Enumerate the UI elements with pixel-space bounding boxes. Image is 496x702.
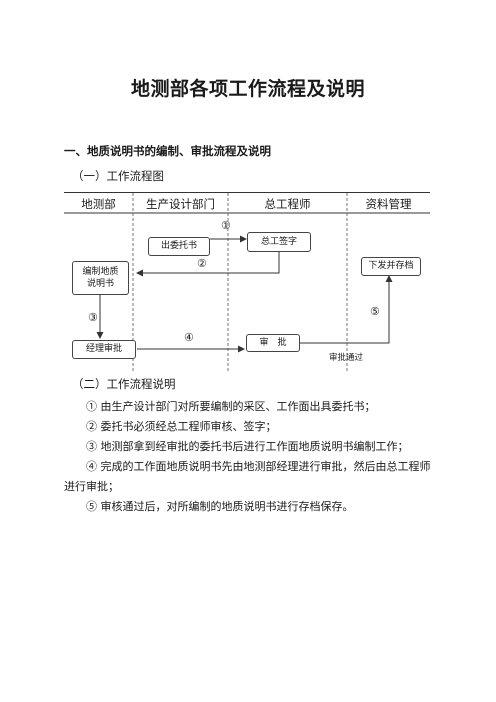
section-heading: 一、地质说明书的编制、审批流程及说明 (64, 144, 271, 158)
description-item: ④ 完成的工作面地质说明书先由地测部经理进行审批，然后由总工程师进行审批； (64, 460, 431, 493)
lane-header-survey: 地测部 (81, 197, 116, 211)
box-approve: 审 批 (246, 334, 300, 352)
description-item: ③ 地测部拿到经审批的委托书后进行工作面地质说明书编制工作； (86, 440, 409, 453)
box-compile-geology-report: 编制地质说明书 (72, 261, 129, 295)
flow-description: ① 由生产设计部门对所要编制的采区、工作面出具委托书； ② 委托书必须经总工程师… (64, 397, 434, 517)
box-distribute-archive: 下发并存档 (361, 257, 421, 276)
step-number-3: ③ (88, 311, 98, 324)
description-item: ⑤ 审核通过后，对所编制的地质说明书进行存档保存。 (86, 500, 354, 513)
workflow-connectors (64, 193, 430, 371)
description-item: ② 委托书必须经总工程师审核、签字； (86, 420, 277, 433)
page-title: 地测部各项工作流程及说明 (130, 78, 365, 100)
step-number-4: ④ (184, 331, 194, 344)
description-item: ① 由生产设计部门对所要编制的采区、工作面出具委托书； (86, 400, 376, 413)
box-chief-sign: 总工签字 (247, 232, 311, 252)
box-issue-entrust: 出委托书 (148, 237, 210, 256)
approve-pass-label: 审批通过 (329, 353, 364, 363)
flow-chart-heading: （一）工作流程图 (72, 169, 164, 183)
workflow-diagram: 地测部 生产设计部门 总工程师 资料管理 出委托书 总工签字 编制地质说明书 下… (64, 192, 430, 371)
lane-header-records: 资料管理 (365, 197, 412, 211)
step-number-5: ⑤ (370, 305, 380, 318)
step-number-2: ② (197, 257, 207, 270)
flow-description-heading: （二）工作流程说明 (72, 377, 176, 391)
lane-header-chief-engineer: 总工程师 (264, 197, 311, 211)
step-number-1: ① (221, 219, 231, 232)
lane-header-design: 生产设计部门 (146, 197, 215, 211)
box-manager-review: 经理审批 (72, 340, 136, 359)
arrow-step-5 (300, 275, 393, 344)
arrow-step-2 (136, 252, 280, 277)
